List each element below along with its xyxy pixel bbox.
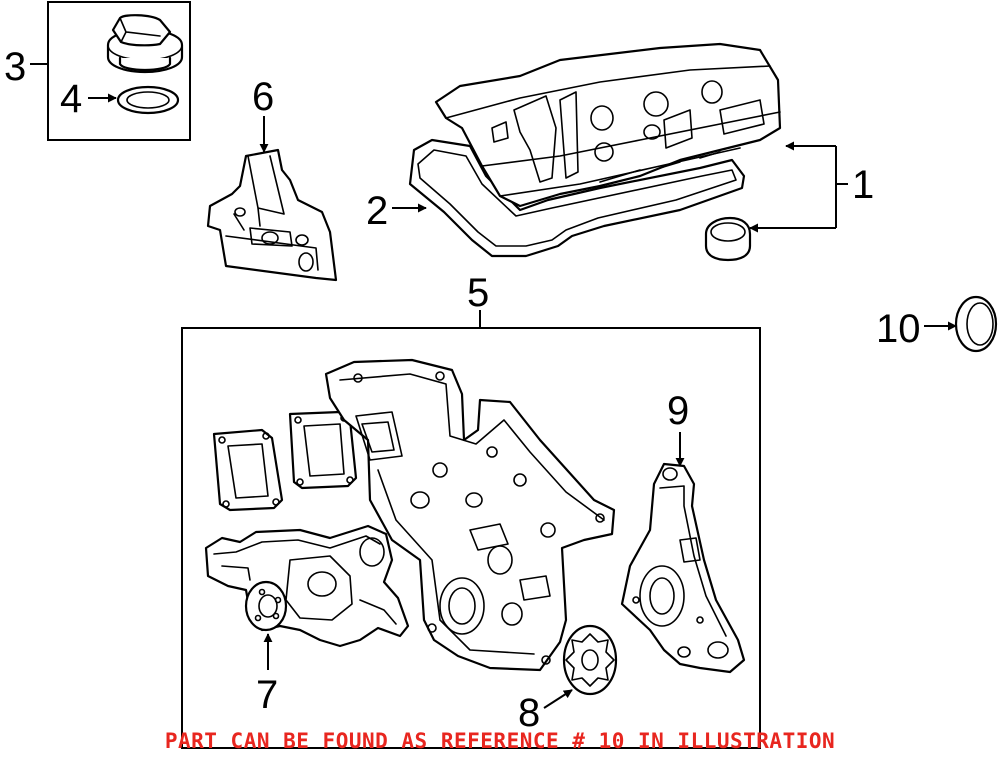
callout-4: 4 (60, 77, 82, 121)
timing-cover (324, 358, 616, 672)
oil-filler-cap (106, 14, 184, 74)
callout-9: 9 (667, 389, 689, 433)
crankshaft-front-seal (954, 295, 998, 353)
spark-plug-tube-seal (704, 216, 752, 262)
callout-7: 7 (256, 673, 278, 717)
callout-5: 5 (467, 271, 489, 315)
oil-cap-gasket (116, 85, 180, 115)
water-pump-gasket-left (212, 428, 284, 512)
water-pump (204, 524, 410, 648)
valve-cover (434, 42, 782, 208)
timing-cover-bracket (206, 148, 338, 282)
oil-cap-group-box (47, 1, 191, 141)
callout-1: 1 (852, 163, 874, 207)
callout-2: 2 (366, 189, 388, 233)
callout-6: 6 (252, 75, 274, 119)
oil-pump-housing (620, 462, 746, 674)
reference-notice: PART CAN BE FOUND AS REFERENCE # 10 IN I… (165, 729, 835, 753)
callout-10: 10 (876, 307, 921, 351)
timing-cover-kit-box (181, 327, 761, 749)
oil-pump-rotor (562, 624, 618, 696)
water-pump-gasket-right (288, 410, 358, 490)
callout-8: 8 (518, 691, 540, 735)
callout-3: 3 (4, 45, 26, 89)
